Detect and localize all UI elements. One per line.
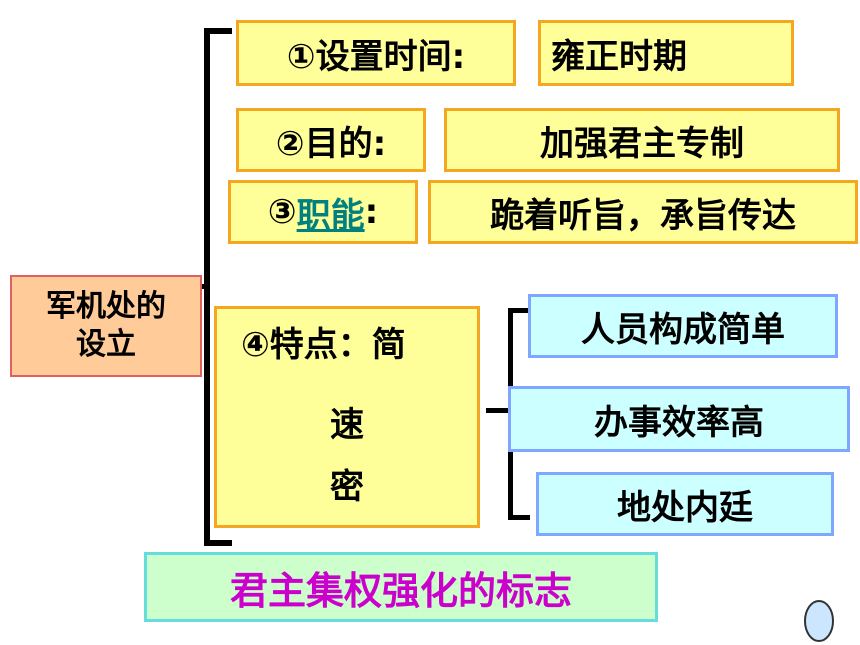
main-bracket-top-tick	[204, 28, 232, 34]
trait-child-1: 人员构成简单	[528, 294, 838, 358]
traits-row-1: ④特点：简	[217, 311, 477, 371]
root-line1: 军机处的	[46, 289, 166, 324]
function-link[interactable]: 职能	[296, 195, 365, 236]
purpose-label: ②目的:	[275, 123, 387, 164]
traits-line2: 速	[330, 404, 364, 445]
root-line2: 设立	[76, 327, 136, 362]
nav-oval-button[interactable]	[802, 598, 836, 644]
main-bracket-bottom-tick	[204, 540, 232, 546]
time-label: ①设置时间:	[286, 36, 466, 77]
traits-row-3: 密	[217, 453, 477, 513]
sub-bracket-bottom-tick	[508, 515, 530, 520]
traits-line3: 密	[330, 466, 364, 507]
conclusion-text: 君主集权强化的标志	[229, 568, 572, 613]
root-node: 军机处的 设立	[10, 275, 202, 377]
traits-row-2: 速	[217, 391, 477, 451]
function-suffix: :	[364, 192, 379, 232]
function-value-box: 跪着听旨，承旨传达	[428, 180, 858, 244]
traits-label: ④特点：简	[241, 324, 406, 365]
sub-connector	[486, 408, 512, 413]
time-label-box: ①设置时间:	[236, 20, 516, 86]
conclusion-box: 君主集权强化的标志	[144, 552, 658, 622]
function-prefix: ③	[267, 192, 297, 232]
function-value: 跪着听旨，承旨传达	[490, 195, 796, 236]
trait-child-3-text: 地处内廷	[617, 487, 753, 528]
time-value: 雍正时期	[551, 36, 687, 77]
trait-child-2: 办事效率高	[508, 386, 850, 452]
trait-child-1-text: 人员构成简单	[581, 309, 785, 350]
trait-child-2-text: 办事效率高	[594, 402, 764, 443]
purpose-value-box: 加强君主专制	[444, 108, 840, 172]
trait-child-3: 地处内廷	[536, 472, 834, 536]
time-value-box: 雍正时期	[538, 20, 794, 86]
purpose-label-box: ②目的:	[236, 108, 426, 172]
traits-box: ④特点：简 速 密	[214, 306, 480, 528]
purpose-value: 加强君主专制	[540, 123, 744, 164]
sub-bracket-top-tick	[508, 308, 530, 313]
